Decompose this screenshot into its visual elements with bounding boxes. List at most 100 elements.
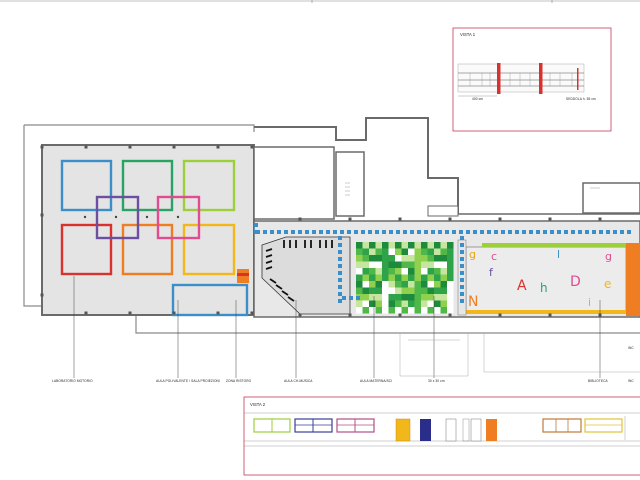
column-marker: [348, 217, 352, 221]
checker-tile: [362, 268, 369, 275]
checker-tile: [369, 287, 376, 294]
blue-tile-path: [254, 223, 631, 303]
path-tile: [277, 230, 281, 234]
floor-letter: N: [468, 294, 478, 310]
checker-tile: [356, 268, 363, 275]
callout-palestra: LABORATORIO MOTORIO: [52, 379, 93, 383]
path-tile: [338, 257, 342, 261]
checker-tile: [427, 248, 434, 255]
checker-tile: [421, 294, 428, 301]
path-tile: [319, 230, 323, 234]
vista1-dimension: 400 cm: [472, 97, 484, 101]
column-marker: [40, 213, 44, 217]
path-tile: [466, 230, 470, 234]
checker-tile: [414, 281, 421, 288]
path-tile: [578, 230, 582, 234]
checker-tile: [375, 255, 382, 262]
floor-letter: i: [588, 296, 591, 309]
checker-tile: [421, 268, 428, 275]
column-marker: [398, 313, 402, 317]
path-tile: [424, 230, 428, 234]
checker-tile: [401, 248, 408, 255]
checker-tile: [369, 242, 376, 249]
column-marker: [172, 145, 176, 149]
floor-letter: g: [605, 250, 612, 263]
checker-tile: [447, 274, 454, 281]
path-tile: [338, 250, 342, 254]
floor-letter: g: [469, 248, 476, 261]
checker-tile: [408, 281, 415, 288]
path-tile: [431, 230, 435, 234]
path-tile: [396, 230, 400, 234]
callout-biblioteca: BIBLIOTECA: [588, 379, 608, 383]
column-marker: [40, 293, 44, 297]
checker-tile: [401, 255, 408, 262]
checker-tile: [434, 242, 441, 249]
checker-tile: [369, 268, 376, 275]
checker-tile: [382, 274, 389, 281]
checker-tile: [356, 242, 363, 249]
checker-tile: [434, 248, 441, 255]
path-tile: [438, 230, 442, 234]
checker-tile: [356, 281, 363, 288]
path-tile: [460, 285, 464, 289]
callout-aula-ambiente: AULA MATERNA/SCI: [360, 379, 393, 383]
checker-tile: [388, 242, 395, 249]
path-tile: [263, 230, 267, 234]
checker-tile: [401, 294, 408, 301]
checker-tile: [414, 287, 421, 294]
path-tile: [592, 230, 596, 234]
path-tile: [338, 264, 342, 268]
vista2-title: VISTA 2: [250, 402, 266, 407]
checker-tile: [447, 248, 454, 255]
vista1-frame: [452, 27, 612, 132]
checker-tile: [408, 300, 415, 307]
checker-tile: [440, 255, 447, 262]
checker-tile: [440, 274, 447, 281]
column-marker: [250, 145, 254, 149]
path-tile: [338, 285, 342, 289]
column-marker: [348, 313, 352, 317]
checker-tile: [427, 255, 434, 262]
checker-tile: [447, 287, 454, 294]
column-marker: [128, 145, 132, 149]
checker-tile: [388, 287, 395, 294]
vista2-frame: [243, 396, 640, 476]
path-tile: [452, 230, 456, 234]
path-tile: [368, 230, 372, 234]
column-marker: [398, 217, 402, 221]
checker-tile: [362, 294, 369, 301]
checker-tile: [401, 242, 408, 249]
checker-tile: [408, 268, 415, 275]
gym-floor-squares: [60, 159, 249, 317]
path-tile: [338, 278, 342, 282]
checker-tile: [395, 242, 402, 249]
checker-tile: [401, 268, 408, 275]
checker-tile: [388, 274, 395, 281]
floor-letter: e: [604, 277, 611, 291]
checker-tile: [382, 261, 389, 268]
checker-tile: [375, 268, 382, 275]
path-tile: [460, 243, 464, 247]
checker-tile: [427, 242, 434, 249]
checker-tile: [382, 287, 389, 294]
checker-tile: [414, 294, 421, 301]
path-tile: [460, 271, 464, 275]
path-tile: [403, 230, 407, 234]
floor-letter: l: [557, 248, 560, 261]
path-tile: [340, 230, 344, 234]
path-tile: [620, 230, 624, 234]
path-tile: [487, 230, 491, 234]
checker-tile: [356, 248, 363, 255]
path-tile: [564, 230, 568, 234]
checker-tile: [375, 242, 382, 249]
callout-edge-2: INC: [628, 379, 634, 383]
checker-tile: [427, 274, 434, 281]
path-tile: [585, 230, 589, 234]
checker-tile: [440, 281, 447, 288]
checker-tile: [401, 261, 408, 268]
checker-tile: [369, 294, 376, 301]
checker-tile: [356, 307, 363, 314]
checker-tile: [362, 307, 369, 314]
checker-tile: [395, 268, 402, 275]
